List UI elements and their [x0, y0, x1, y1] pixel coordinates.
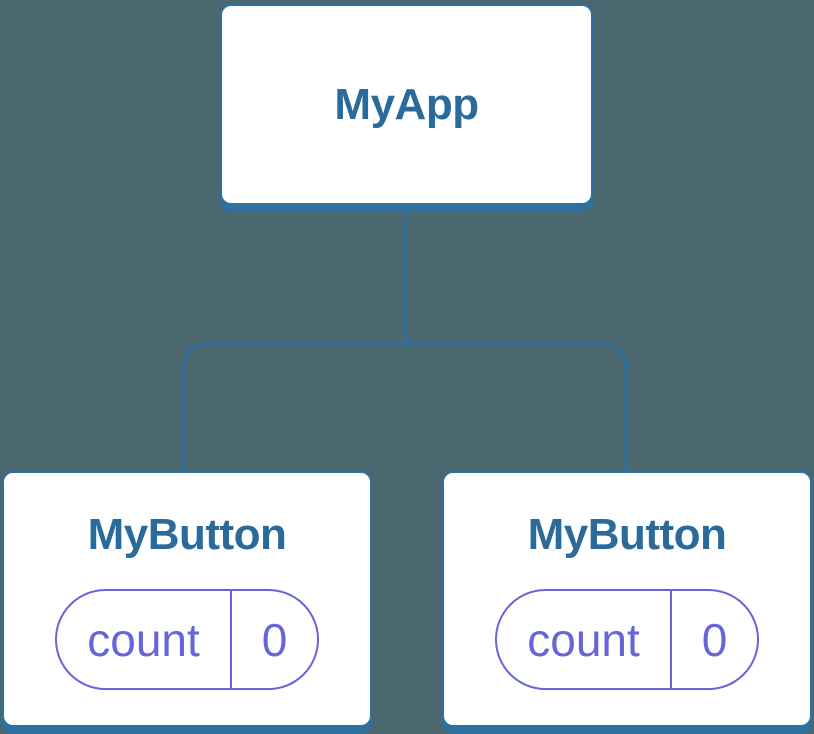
connector-branch-bracket [182, 342, 628, 471]
state-pill: count 0 [55, 589, 319, 690]
component-label: MyButton [527, 510, 727, 559]
state-value: 0 [230, 591, 317, 688]
state-name: count [87, 613, 200, 666]
state-name: count [527, 613, 640, 666]
component-label: MyButton [87, 510, 287, 559]
component-label: MyApp [334, 79, 479, 129]
component-node-mybutton-left: MyButton count 0 [2, 471, 372, 727]
state-value: 0 [670, 591, 757, 688]
component-node-mybutton-right: MyButton count 0 [442, 471, 812, 727]
state-pill: count 0 [495, 589, 759, 690]
component-node-myapp: MyApp [220, 4, 593, 205]
